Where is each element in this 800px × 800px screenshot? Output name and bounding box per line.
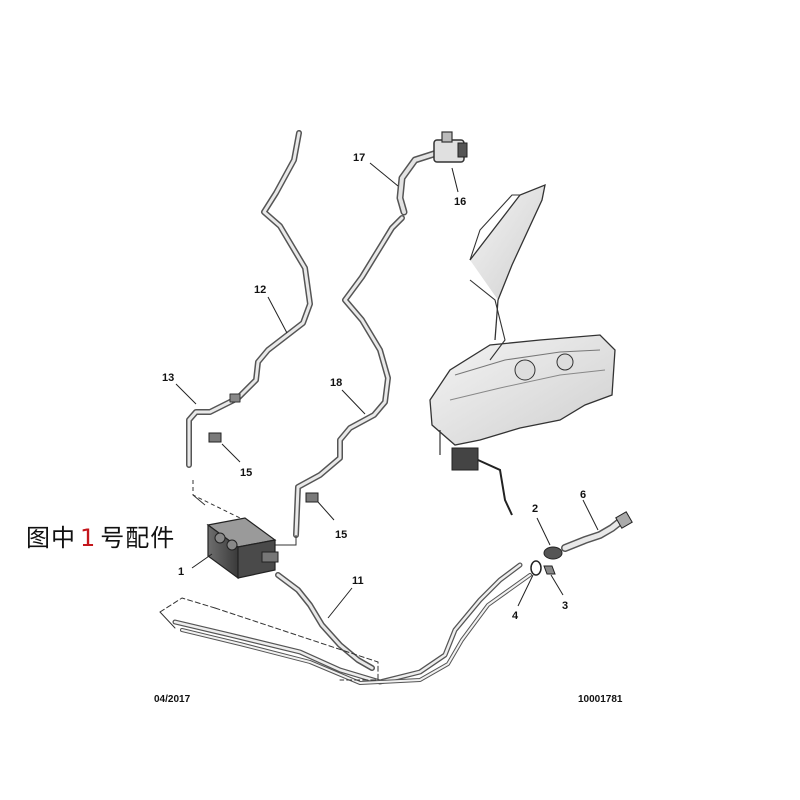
callout-2: 2	[532, 503, 539, 515]
hose-6	[561, 511, 633, 552]
callout-12: 12	[254, 284, 267, 296]
callout-4: 4	[512, 610, 519, 622]
valve-16	[433, 131, 468, 163]
hose-11	[275, 572, 375, 671]
pipe-13	[186, 393, 241, 468]
assembly-bracket	[192, 480, 297, 546]
clip-15-b	[305, 492, 319, 503]
caption-after: 号配件	[100, 524, 176, 552]
callout-11: 11	[352, 575, 364, 587]
callout-13: 13	[162, 372, 175, 384]
pipe-12	[235, 130, 313, 401]
caption-before: 图中	[26, 524, 76, 552]
callout-17: 17	[353, 152, 366, 164]
hose-17	[396, 148, 444, 216]
part-2-connector	[543, 546, 563, 560]
footer-date: 04/2017	[154, 694, 191, 705]
caption-highlight: 1	[80, 524, 97, 552]
callout-15-b: 15	[335, 529, 348, 541]
pipe-18	[293, 215, 405, 538]
fuel-tank	[429, 183, 616, 516]
lower-fuel-lines	[159, 562, 532, 685]
callout-6: 6	[580, 489, 587, 501]
footer-ref: 10001781	[578, 694, 623, 705]
callout-15-a: 15	[240, 467, 253, 479]
leader-lines	[175, 162, 599, 619]
callout-1: 1	[178, 566, 185, 578]
clip-15-a	[208, 432, 222, 443]
canister-1	[206, 517, 279, 580]
callout-16: 16	[454, 196, 467, 208]
callout-18: 18	[330, 377, 343, 389]
callout-3: 3	[562, 600, 569, 612]
part-3-clip	[543, 565, 556, 575]
part-4-ring	[530, 560, 542, 576]
